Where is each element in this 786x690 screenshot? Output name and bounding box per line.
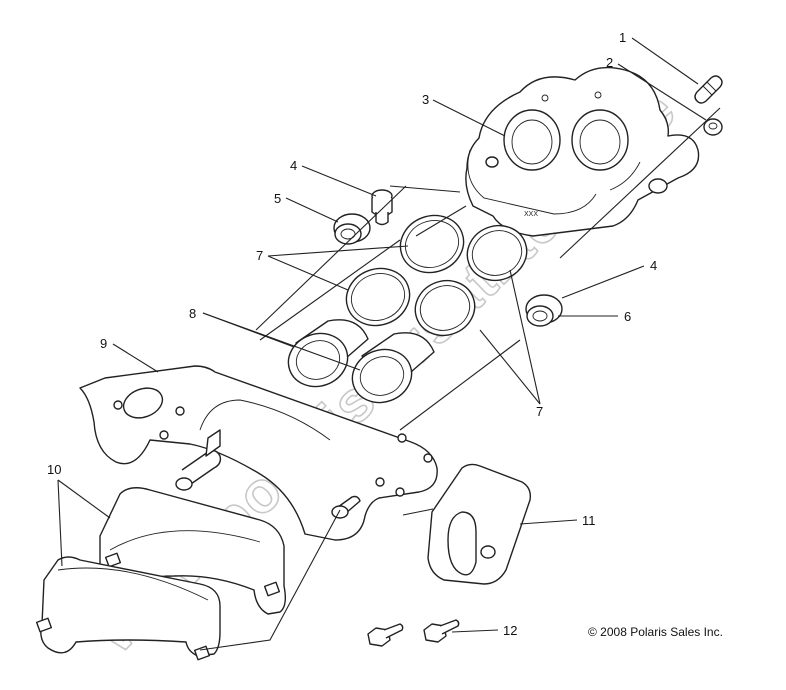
caliper-body: XXX <box>465 66 700 237</box>
callout-3: 3 <box>422 92 429 107</box>
callout-1: 1 <box>619 30 626 45</box>
callout-2: 2 <box>606 55 613 70</box>
callout-9: 9 <box>100 336 107 351</box>
callout-12: 12 <box>503 623 517 638</box>
leader-lines <box>57 37 707 633</box>
callout-7-upper: 7 <box>256 248 263 263</box>
dust-seal-right <box>525 294 563 327</box>
callout-4-right: 4 <box>650 258 657 273</box>
copyright-notice: © 2008 Polaris Sales Inc. <box>588 625 723 639</box>
o-rings <box>345 214 528 337</box>
callout-7-lower: 7 <box>536 404 543 419</box>
assembly-guides <box>199 107 721 651</box>
callout-8: 8 <box>189 306 196 321</box>
bleeder-cap <box>703 118 723 136</box>
dust-seal-left <box>333 213 371 245</box>
callout-4-left: 4 <box>290 158 297 173</box>
callout-10: 10 <box>47 462 61 477</box>
bleeder-screw <box>694 75 723 104</box>
mounting-bracket <box>79 365 438 541</box>
brake-pad-outer <box>35 556 221 661</box>
part-marking: XXX <box>524 211 538 218</box>
callout-11: 11 <box>582 513 596 528</box>
callouts: 1 2 3 4 5 7 4 6 8 9 7 10 11 12 <box>47 30 657 638</box>
mounting-bolts <box>367 619 460 647</box>
pad-retainer <box>427 463 532 585</box>
callout-5: 5 <box>274 191 281 206</box>
callout-6: 6 <box>624 309 631 324</box>
pistons <box>287 319 435 404</box>
banjo-bolt <box>371 189 393 226</box>
